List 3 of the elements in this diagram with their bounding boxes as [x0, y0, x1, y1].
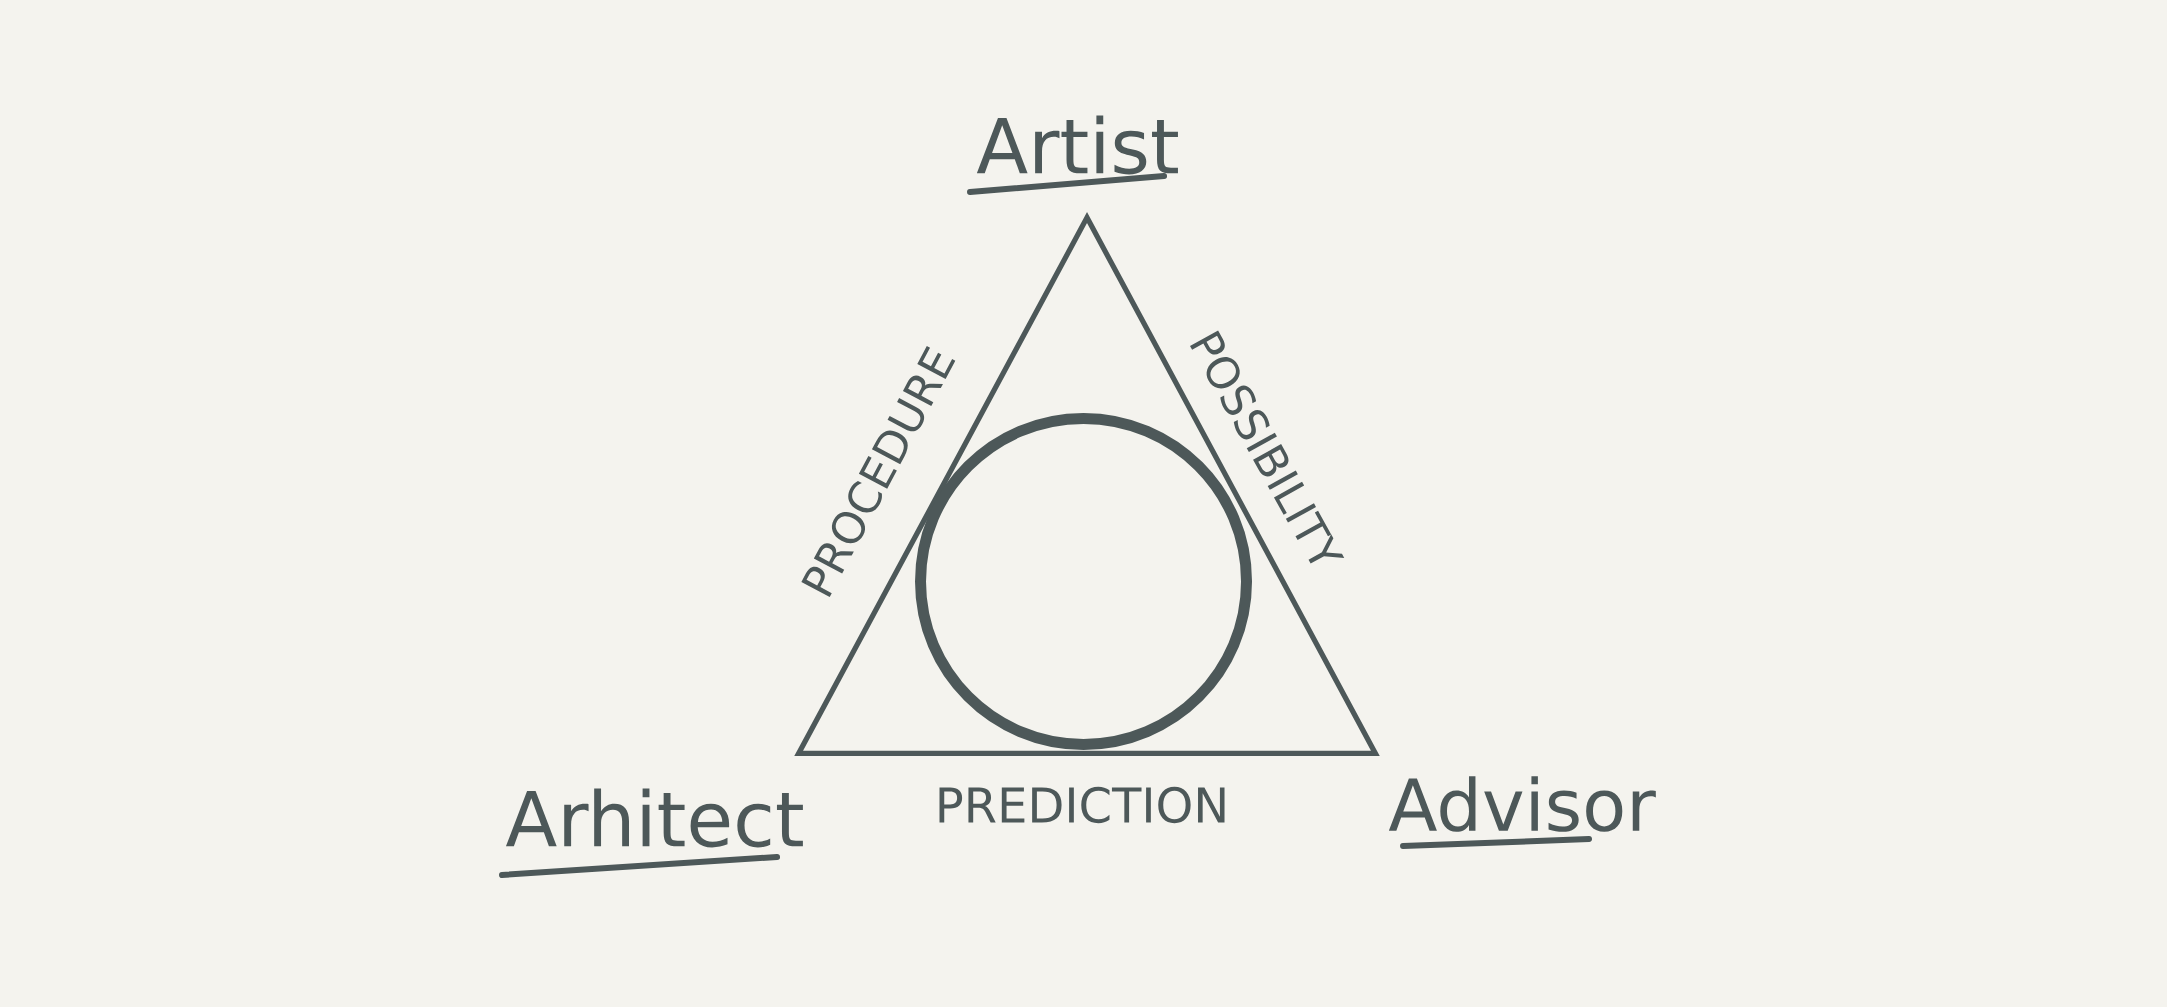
role-label: Advisor: [1388, 776, 1656, 849]
role-label: Arhitect: [499, 788, 803, 878]
role-label: Artist: [967, 115, 1178, 195]
